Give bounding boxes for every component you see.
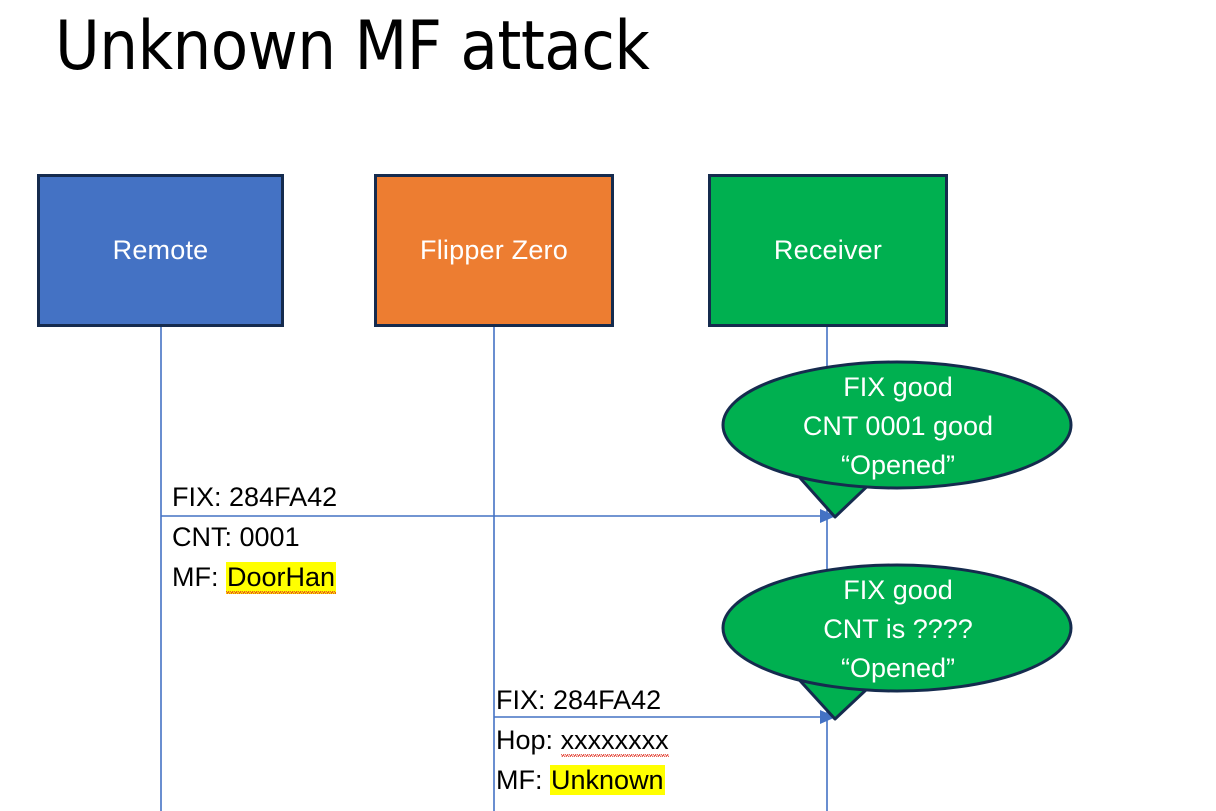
callout-bubble-2 (721, 563, 1073, 721)
message-1-mf-value: DoorHan (227, 562, 336, 592)
message-1-cnt-line: CNT: 0001 (172, 517, 300, 557)
actor-box-receiver[interactable]: Receiver (708, 174, 948, 327)
page-title: Unknown MF attack (55, 7, 650, 86)
message-1-cnt-value: 0001 (239, 522, 300, 552)
message-2-fix-value: 284FA42 (553, 685, 662, 715)
message-1-mf-line: MF: DoorHan (172, 557, 336, 597)
message-2-mf-label: MF: (496, 765, 543, 795)
message-2-fix-label: FIX: (496, 685, 546, 715)
actor-box-remote[interactable]: Remote (37, 174, 284, 327)
actor-box-flipper-zero[interactable]: Flipper Zero (374, 174, 614, 327)
message-arrow-2 (494, 710, 836, 724)
message-1-fix-value: 284FA42 (229, 482, 338, 512)
message-2-hop-label: Hop: (496, 725, 554, 755)
message-2-mf-value: Unknown (550, 765, 665, 795)
actor-label-receiver: Receiver (773, 235, 883, 265)
actor-label-remote: Remote (112, 235, 209, 265)
message-2-hop-value: xxxxxxxx (560, 725, 669, 757)
actor-label-flipper-zero: Flipper Zero (420, 235, 568, 265)
message-arrow-1 (161, 509, 836, 523)
message-2-hop-line: Hop: xxxxxxxx (496, 720, 669, 760)
message-1-mf-label: MF: (172, 562, 219, 592)
message-1-cnt-label: CNT: (172, 522, 232, 552)
callout-bubble-1 (721, 360, 1073, 519)
message-1-fix-label: FIX: (172, 482, 222, 512)
message-2-mf-line: MF: Unknown (496, 760, 665, 800)
message-2-fix-line: FIX: 284FA42 (496, 680, 661, 720)
message-1-fix-line: FIX: 284FA42 (172, 477, 337, 517)
